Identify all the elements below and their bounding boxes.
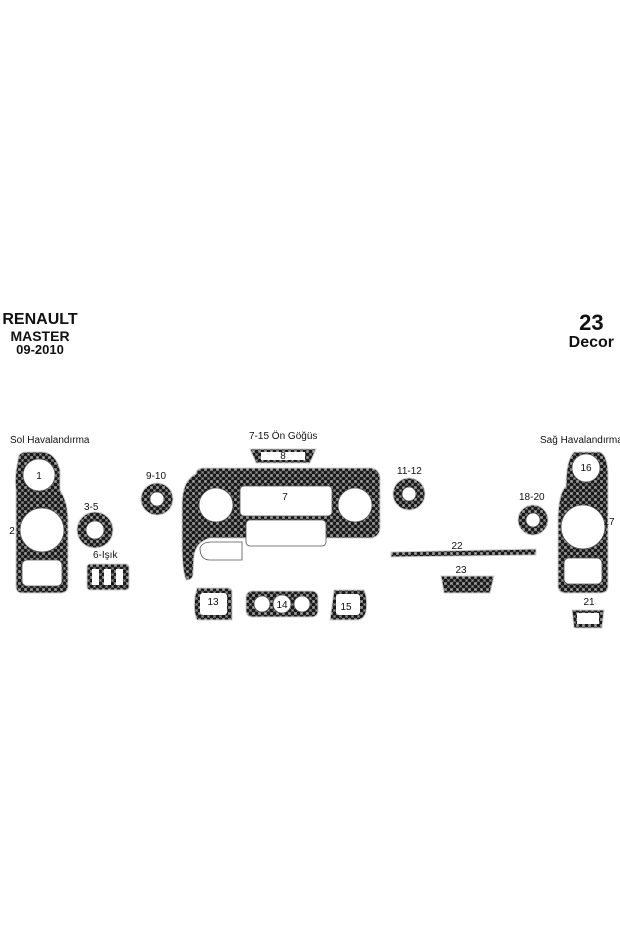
brand-block: RENAULT MASTER 09-2010 (0, 311, 80, 358)
label-right-knob: 11-12 (397, 466, 422, 477)
right-knob-center (401, 486, 417, 502)
light-switch-slot-3 (116, 569, 123, 585)
part-number-17: 17 (603, 517, 615, 528)
left-knob-center (149, 491, 165, 507)
right-round-center (525, 512, 541, 528)
part-13-window (200, 593, 227, 615)
part-7-top-window (239, 485, 333, 517)
part-number-1: 1 (36, 471, 42, 482)
part-22-strip (390, 548, 537, 558)
label-right-vent: Sağ Havalandırma (540, 435, 620, 446)
small-vent-center (85, 520, 105, 540)
kit-count: 23 (579, 310, 604, 335)
label-center-console: 7-15 Ön Göğüs (249, 430, 317, 442)
left-vent-hole-top (22, 458, 56, 492)
part-number-15: 15 (340, 602, 352, 613)
part-number-21: 21 (583, 597, 595, 608)
right-vent-hole-middle (560, 504, 606, 550)
left-vent-hole-bottom (21, 559, 63, 587)
label-right-round: 18-20 (519, 492, 545, 503)
part-number-23: 23 (455, 565, 467, 576)
part-number-22: 22 (451, 541, 463, 552)
part-number-13: 13 (207, 597, 219, 608)
label-lights: 6-Işık (93, 550, 118, 561)
part-number-8: 8 (280, 451, 286, 462)
brand-name: RENAULT (2, 311, 78, 328)
part-7-bottom-window (245, 519, 327, 547)
part-14-hole-1 (253, 595, 271, 613)
model-name: MASTER (10, 327, 70, 344)
part-number-2: 2 (9, 526, 15, 537)
part-7-right-hole (337, 487, 373, 523)
model-years: 09-2010 (16, 342, 64, 358)
part-8-window (261, 452, 305, 460)
part-14-hole-2 (272, 594, 292, 614)
light-switch-slot-2 (104, 569, 111, 585)
part-21-window (577, 613, 599, 624)
right-vent-hole-bottom (563, 557, 603, 585)
part-14-hole-3 (293, 595, 311, 613)
light-switch-slot-1 (92, 569, 99, 585)
part-7-lower-cutout (199, 541, 243, 561)
label-left-knob: 9-10 (146, 471, 166, 482)
part-15-window (336, 594, 360, 615)
kit-label: Decor (568, 334, 614, 351)
right-vent-hole-top (571, 453, 601, 483)
label-left-vent: Sol Havalandırma (10, 435, 90, 446)
part-7-left-hole (198, 487, 234, 523)
part-number-7: 7 (282, 492, 288, 503)
left-vent-hole-middle (19, 507, 65, 553)
kit-block: 23 Decor (569, 312, 614, 352)
part-number-14: 14 (276, 600, 288, 611)
part-23-panel (440, 575, 495, 594)
label-small-vent: 3-5 (84, 502, 99, 513)
part-number-16: 16 (580, 463, 592, 474)
